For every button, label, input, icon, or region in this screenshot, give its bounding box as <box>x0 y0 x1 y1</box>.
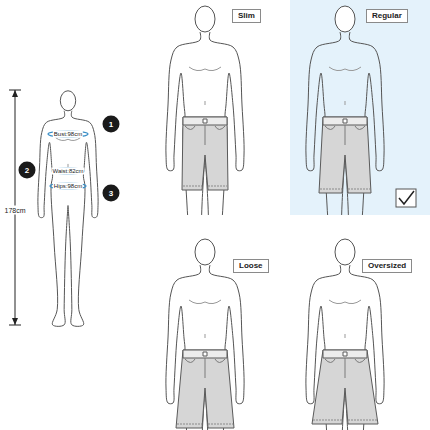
measure-band <box>48 131 88 137</box>
measure-band <box>50 183 86 189</box>
head <box>195 239 215 265</box>
node-text: 3 <box>103 185 120 202</box>
node-text: Regular <box>372 11 402 21</box>
chest-line <box>329 300 361 304</box>
navel <box>205 101 206 105</box>
head <box>335 6 355 32</box>
navel <box>345 334 346 338</box>
pocket <box>325 125 365 145</box>
button <box>343 119 347 123</box>
navel <box>205 334 206 338</box>
shorts <box>319 117 371 193</box>
button <box>203 119 207 123</box>
body-outline <box>38 111 68 327</box>
pocket <box>185 125 225 145</box>
fit-label: Oversized <box>362 259 412 273</box>
callout-number: 1 <box>103 116 120 133</box>
pocket <box>185 358 225 378</box>
callout-number: 3 <box>103 185 120 202</box>
waistband <box>183 117 227 125</box>
regular-panel <box>290 0 430 215</box>
human-figure <box>306 6 384 215</box>
callout-number: 2 <box>19 162 36 179</box>
chest-line <box>56 138 81 141</box>
chest-line <box>189 300 221 304</box>
node-text: Loose <box>239 261 263 271</box>
pocket <box>325 358 365 378</box>
hem <box>313 420 377 421</box>
node-text: Slim <box>238 11 255 21</box>
human-figure <box>166 6 244 215</box>
figure-clip <box>306 6 384 215</box>
shorts <box>176 350 234 428</box>
dimension-label: 178cm <box>3 206 26 215</box>
figure-clip <box>166 6 244 215</box>
measure-label: Hips:98cm <box>53 183 83 190</box>
check-mark <box>399 191 414 204</box>
hem <box>177 424 233 425</box>
button <box>203 352 207 356</box>
head <box>335 239 355 265</box>
checkbox <box>396 189 416 207</box>
shorts <box>182 117 228 190</box>
body-outline <box>68 111 98 327</box>
shorts <box>312 350 378 424</box>
node-text: 2 <box>19 162 36 179</box>
waistband <box>323 350 367 358</box>
measure-label: Waist:82cm <box>51 168 84 175</box>
button <box>343 352 347 356</box>
fit-label: Loose <box>233 259 269 273</box>
chest-line <box>189 67 221 71</box>
waistband <box>323 117 367 125</box>
hem <box>183 186 227 187</box>
fit-label: Slim <box>232 9 261 23</box>
measure-band <box>52 168 84 174</box>
chest-line <box>329 67 361 71</box>
head <box>195 6 215 32</box>
waistband <box>183 350 227 358</box>
fit-label: Regular <box>366 9 408 23</box>
head <box>60 91 75 111</box>
node-text: Oversized <box>368 261 406 271</box>
human-figure <box>38 91 98 327</box>
measure-label: Bust:98cm <box>53 131 83 138</box>
node-text: 1 <box>103 116 120 133</box>
hem <box>320 189 370 190</box>
navel <box>345 101 346 105</box>
